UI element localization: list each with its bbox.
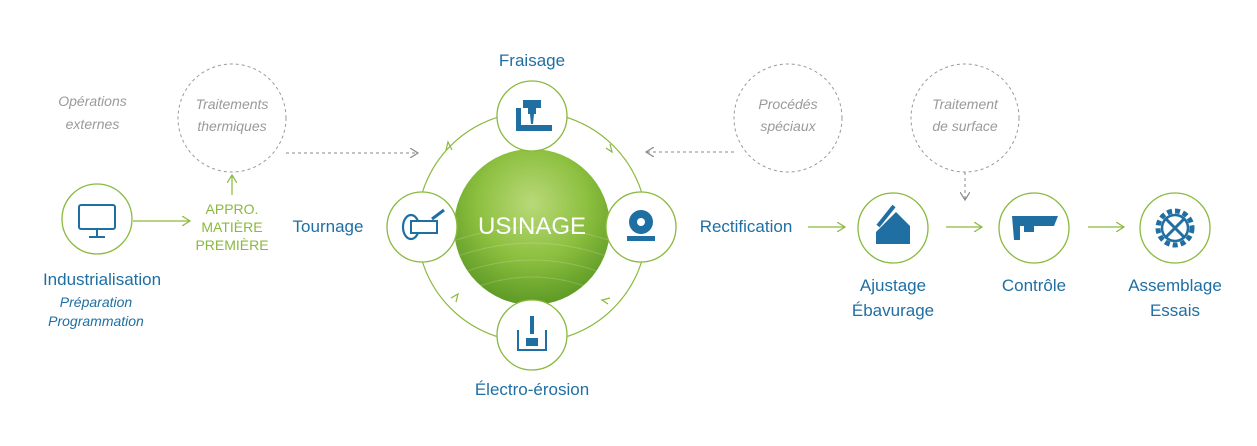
electro-erosion-label: Électro-érosion bbox=[474, 380, 590, 399]
surface-line2: de surface bbox=[932, 118, 998, 134]
procedes-speciaux-node bbox=[733, 63, 843, 173]
industrialisation-node bbox=[61, 183, 133, 255]
speciaux-line1: Procédés bbox=[758, 96, 818, 112]
ajustage-line2: Ébavurage bbox=[851, 301, 935, 320]
speciaux-line2: spéciaux bbox=[760, 118, 816, 134]
tournage-label: Tournage bbox=[292, 217, 364, 236]
traitements-thermiques-node bbox=[177, 63, 287, 173]
surface-line1: Traitement bbox=[932, 96, 998, 112]
traitements-line2: thermiques bbox=[197, 118, 267, 134]
edm-icon bbox=[517, 316, 547, 351]
grinding-wheel-icon bbox=[627, 210, 655, 241]
traitements-line1: Traitements bbox=[195, 96, 269, 112]
assemblage-line2: Essais bbox=[1149, 301, 1201, 320]
usinage-label: USINAGE bbox=[477, 213, 587, 240]
deburring-icon bbox=[876, 204, 910, 244]
lathe-icon bbox=[401, 208, 445, 241]
electro-erosion-node bbox=[496, 299, 568, 371]
programmation-label: Programmation bbox=[48, 313, 144, 329]
externes-line2: externes bbox=[65, 116, 120, 132]
fraisage-label: Fraisage bbox=[498, 51, 566, 70]
rectification-label: Rectification bbox=[699, 217, 793, 236]
appro-line1: APPRO. bbox=[205, 201, 259, 217]
preparation-label: Préparation bbox=[59, 294, 133, 310]
assemblage-line1: Assemblage bbox=[1128, 276, 1222, 295]
ajustage-line1: Ajustage bbox=[859, 276, 927, 295]
caliper-icon bbox=[1012, 216, 1058, 240]
milling-icon bbox=[516, 100, 552, 131]
appro-line3: PREMIÈRE bbox=[195, 237, 269, 253]
controle-label: Contrôle bbox=[1001, 276, 1067, 295]
appro-line2: MATIÈRE bbox=[201, 219, 263, 235]
ring-arrows bbox=[445, 140, 613, 305]
usinage-center bbox=[454, 149, 610, 305]
center-texture bbox=[455, 227, 609, 289]
monitor-icon bbox=[78, 204, 116, 238]
gear-wrench-icon bbox=[1155, 208, 1195, 248]
externes-line1: Opérations bbox=[58, 93, 127, 109]
industrialisation-title: Industrialisation bbox=[42, 270, 162, 289]
